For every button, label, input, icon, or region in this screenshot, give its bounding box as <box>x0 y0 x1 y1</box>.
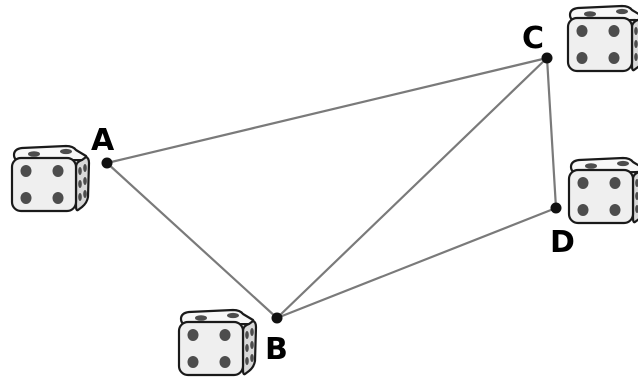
die-b-front-pip <box>187 356 199 368</box>
die-a-front-pip <box>52 192 64 204</box>
node-label-c: C <box>522 21 544 56</box>
die-d-side-pip <box>635 205 638 213</box>
die-a-side-pip <box>83 177 87 185</box>
die-a-front-face <box>10 156 78 213</box>
node-label-a: A <box>91 123 115 158</box>
die-d-front-pip <box>609 177 621 189</box>
node-label-b: B <box>265 332 288 367</box>
die-d-front-pip <box>577 177 589 189</box>
die-c-front-face <box>566 16 634 73</box>
die-b-side-pip <box>250 341 254 349</box>
edges <box>105 56 558 320</box>
die-c-side-pip <box>634 40 638 48</box>
die-c <box>566 4 638 73</box>
die-a-top-pip <box>60 148 72 155</box>
die-a-front-pip <box>20 192 32 204</box>
die-d-front-pip <box>577 204 589 216</box>
die-c-front-pip <box>576 25 588 37</box>
edge-c-d <box>545 56 558 210</box>
die-a-side-pip <box>78 180 82 188</box>
die-a-front-pip <box>20 165 32 177</box>
die-b-side-pip <box>245 344 249 352</box>
die-d-front-face <box>567 168 635 225</box>
die-d-front-pip <box>609 204 621 216</box>
die-c-top-pip <box>616 8 628 15</box>
die-c-side-pip <box>634 27 638 35</box>
die-c-front-pip <box>608 52 620 64</box>
die-b-side-face <box>241 319 258 376</box>
die-d-side-pip <box>635 179 638 187</box>
die-a-side-face <box>74 155 91 212</box>
die-d-top-pip <box>585 163 597 169</box>
die-b <box>177 308 258 377</box>
die-b-side-pip <box>245 357 249 365</box>
die-a-front-pip <box>52 165 64 177</box>
die-c-top-pip <box>584 11 596 17</box>
die-b-front-pip <box>219 329 231 341</box>
die-a-side-pip <box>83 190 87 198</box>
die-c-side-pip <box>634 53 638 61</box>
die-b-side-pip <box>250 354 254 362</box>
node-b <box>271 312 283 324</box>
dice <box>10 4 638 377</box>
die-c-front-pip <box>576 52 588 64</box>
nodes <box>101 52 562 324</box>
die-b-front-pip <box>219 356 231 368</box>
die-d-top-pip <box>617 160 629 167</box>
die-d-side-pip <box>635 192 638 200</box>
die-b-top-pip <box>227 312 239 319</box>
edge-b-c <box>275 56 549 320</box>
die-a-side-pip <box>78 193 82 201</box>
die-a <box>10 144 91 213</box>
die-c-front-pip <box>608 25 620 37</box>
node-label-d: D <box>550 225 575 260</box>
node-labels: A B C D <box>91 21 575 367</box>
node-a <box>101 157 113 169</box>
die-a-side-pip <box>78 167 82 175</box>
die-b-side-pip <box>245 331 249 339</box>
edge-a-c <box>105 56 549 165</box>
die-a-side-pip <box>83 164 87 172</box>
die-b-top-pip <box>195 315 207 321</box>
die-b-front-face <box>177 320 245 377</box>
die-b-front-pip <box>187 329 199 341</box>
edge-a-b <box>105 161 279 320</box>
die-d <box>567 156 638 225</box>
node-d <box>550 202 562 214</box>
die-a-top-pip <box>28 151 40 157</box>
node-c <box>541 52 553 64</box>
edge-b-d <box>275 206 558 320</box>
die-b-side-pip <box>250 328 254 336</box>
